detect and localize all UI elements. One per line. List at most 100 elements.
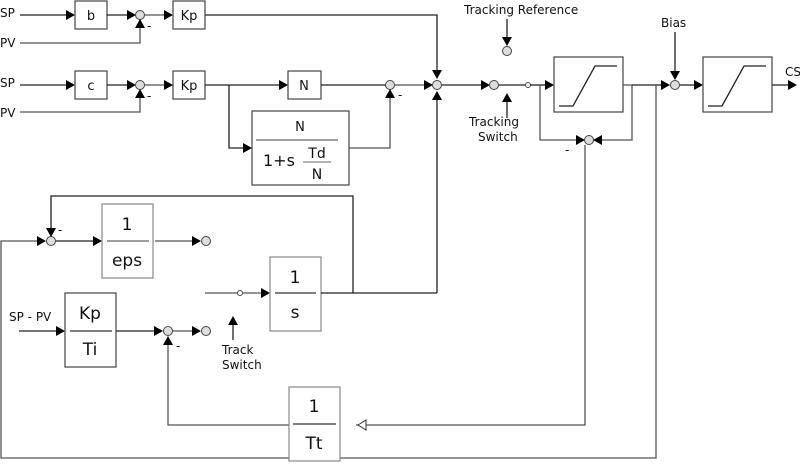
block-kp-2-label: Kp (181, 79, 198, 94)
block-saturation-1 (553, 56, 624, 113)
saturation-icon (708, 65, 766, 107)
wire-pv2-sum2 (20, 96, 141, 113)
arrow-head (593, 135, 602, 145)
arrow-head (576, 135, 585, 145)
block-kp-ti (64, 292, 117, 368)
block-n-gain (287, 70, 322, 100)
tt-denominator: Tt (304, 434, 322, 454)
arrow-head (135, 19, 145, 28)
arrow-head (135, 89, 145, 98)
input-sp-2: SP (0, 76, 15, 90)
arrow-head (432, 70, 442, 79)
block-kp-1-label: Kp (181, 9, 198, 24)
track-switch-label-2: Switch (222, 358, 262, 372)
sum-junction-anti-windup (584, 135, 594, 145)
input-sp-1: SP (0, 6, 15, 20)
eps-denominator: eps (112, 251, 142, 271)
arrow-head (66, 10, 75, 20)
arrow-head (279, 80, 288, 90)
tracking-reference-label: Tracking Reference (463, 3, 578, 17)
tracking-switch-label-2: Switch (478, 130, 518, 144)
output-cs-label: CS (785, 65, 800, 79)
block-saturation-2 (702, 56, 773, 113)
track-switch-label-1: Track (221, 343, 253, 357)
wire-proportional-path (205, 14, 438, 70)
sum-junction-1 (135, 10, 145, 20)
arrow-head (694, 80, 703, 90)
arrow-head (502, 37, 512, 46)
arrow-head (243, 143, 252, 153)
arrow-head (127, 80, 136, 90)
arrow-head (192, 326, 201, 336)
wire-integrator-feedback-eps (50, 195, 354, 293)
filter-numerator: N (295, 120, 305, 135)
track-switch-node-lower (201, 326, 211, 336)
wire-kp2-filter (228, 85, 243, 149)
track-switch-node-upper (201, 236, 211, 246)
tracking-switch-input-node (489, 80, 499, 90)
kp-ti-numerator: Kp (79, 304, 101, 324)
minus-sign: - (565, 143, 569, 157)
input-pv-1: PV (0, 36, 16, 50)
block-derivative-filter (251, 110, 350, 186)
arrow-head (164, 80, 173, 90)
wire-tt-to-integral-sum (167, 345, 289, 426)
block-c-label: c (87, 79, 94, 94)
wire-pv1-sum1 (20, 26, 141, 44)
arrow-head (46, 228, 56, 237)
arrow-head (37, 236, 46, 246)
block-kp-1 (172, 0, 206, 30)
wire-anti-windup-minus (539, 85, 578, 141)
arrow-head (432, 91, 442, 100)
open-arrow-head (357, 419, 367, 431)
input-pv-2: PV (0, 106, 16, 120)
minus-sign: - (147, 19, 151, 33)
filter-den-frac-den: N (312, 167, 322, 183)
arrow-head (192, 236, 201, 246)
arrow-head (164, 10, 173, 20)
arrow-head (661, 80, 670, 90)
arrow-head (93, 236, 102, 246)
arrow-head (261, 288, 270, 298)
filter-den-frac-num: Td (307, 146, 325, 162)
sum-junction-derivative (385, 80, 395, 90)
minus-sign: - (398, 88, 402, 102)
arrow-head (228, 316, 238, 325)
wire-filter-sum3 (349, 97, 391, 149)
block-n-gain-label: N (299, 79, 309, 94)
arrow-head (788, 80, 797, 90)
sum-junction-2 (135, 80, 145, 90)
arrow-head (424, 80, 433, 90)
wire-anti-windup-to-tt (356, 145, 586, 426)
bias-label: Bias (661, 16, 686, 30)
arrow-head (66, 80, 75, 90)
wire-saturation-feedback (600, 84, 633, 141)
arrow-head (502, 93, 512, 102)
saturation-icon (559, 65, 617, 107)
arrow-head (127, 10, 136, 20)
sum-junction-eps (46, 236, 56, 246)
sum-junction-main (432, 80, 442, 90)
tracking-switch-label-1: Tracking (468, 115, 519, 129)
block-integrator (269, 256, 322, 332)
arrow-head (163, 336, 173, 345)
minus-sign: - (176, 339, 180, 353)
arrow-head (56, 326, 65, 336)
wire-output-feedback-loop (0, 85, 657, 459)
minus-sign: - (58, 223, 62, 237)
tracking-switch-contact (525, 82, 531, 88)
arrow-head (154, 326, 163, 336)
arrow-head (670, 71, 680, 80)
tracking-reference-node (502, 46, 512, 56)
sum-junction-bias (670, 80, 680, 90)
track-switch-contact (237, 290, 243, 296)
arrow-head (385, 89, 395, 98)
filter-den-prefix: 1+s (263, 151, 295, 170)
arrow-head (545, 80, 554, 90)
kp-ti-denominator: Ti (82, 340, 98, 360)
tt-numerator: 1 (309, 397, 320, 417)
block-b-label: b (87, 9, 95, 24)
block-c (74, 70, 108, 100)
sum-junction-integral (163, 326, 173, 336)
